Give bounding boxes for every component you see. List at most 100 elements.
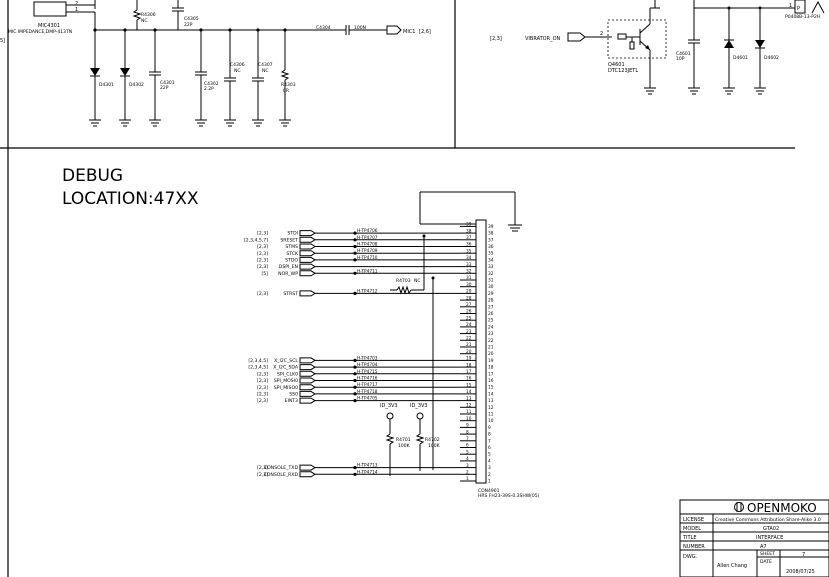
connector-pin-number: 28 [466,295,472,301]
c4305-value: 22P [184,22,193,28]
mic-pin2-label: 2 [75,1,78,7]
signal-reference: [2,3] [257,371,268,377]
connector-pin-number: 36 [466,242,472,248]
signal-reference: [2,3,4,5,7] [244,237,268,243]
signal-port-symbol [299,384,316,391]
connector-pin-number-outer: 9 [488,425,491,431]
signal-net-name: SPI_MOSI0 [274,378,298,384]
connector-pin-number: 39 [466,222,472,228]
c4302-value: 2.2P [204,86,214,92]
signal-net-name: STMS [285,244,298,250]
test-point-dot [353,258,357,262]
c4307-value: NC [262,68,269,74]
signal-port-symbol [299,370,316,377]
connector-pin-number-outer: 12 [488,405,494,411]
signal-port-symbol [299,236,316,243]
signal-reference: [2,3] [257,385,268,391]
q4601-part: DTC123JETL [608,68,638,74]
connector-pin-number: 35 [466,248,472,254]
test-point-label: H-TP4708 [357,242,378,248]
test-point-dot [353,271,357,275]
test-point-dot [353,251,357,255]
connector-pin-number-outer: 3 [488,465,491,471]
test-point-label: H-TP4713 [357,463,378,469]
mic1-reference: [2,6] [419,29,431,35]
connector-pin-number: 24 [466,322,472,328]
test-point-label: H-TP4706 [357,228,378,234]
connector-pin-number-outer: 29 [488,291,494,297]
signal-port-symbol [299,263,316,270]
test-point-dot [353,472,357,476]
connector-pin-number: 29 [466,289,472,295]
signal-net-name: STDO [285,258,298,264]
debug-location: LOCATION:47XX [62,189,199,209]
connector-pin-number-outer: 22 [488,338,494,344]
test-point-label: H-TP4715 [357,369,378,375]
test-point-label: H-TP4714 [357,469,378,475]
test-point-dot [353,392,357,396]
connector-pin-number: 15 [466,382,472,388]
signal-port-symbol [299,397,316,404]
test-point-label: H-TP4712 [357,288,378,294]
connector-pin-number-outer: 20 [488,351,494,357]
edge-reference: 5] [0,38,5,44]
signal-net-name: SPI_CLK0 [277,371,298,377]
sheet-frame [0,0,795,577]
signal-port-symbol [299,464,316,471]
connector-pin-number-outer: 2 [488,472,491,478]
r4703-designator: R4703 [396,278,411,284]
mic-designator: MIC4301 [38,23,60,29]
connector-pin-number: 19 [466,356,472,362]
connector-pin-number-outer: 25 [488,318,494,324]
debug-connector-name: CON4901 [478,488,500,494]
signal-net-name: CONSOLE_RXD [264,472,299,478]
c4305-designator: C4305 [184,16,199,22]
test-point-dot [353,385,357,389]
q4601-pin-label: 2 [600,31,603,37]
signal-port-symbol [299,377,316,384]
test-point-label: H-TP4718 [357,389,378,395]
test-point-dot [353,231,357,235]
connector-pin-number: 27 [466,302,472,308]
sheet-value: 7 [802,552,805,558]
connector-pin-number-outer: 11 [488,412,494,418]
connector-pin-number: 7 [466,436,469,442]
signal-net-name: SRESET [280,237,298,243]
id3v3-label-a: ID_3V3 [380,403,398,409]
connector-pin-number-outer: 6 [488,445,491,451]
c4306-designator: C4306 [230,62,245,68]
connector-pin-number-outer: 16 [488,378,494,384]
test-point-label: H-TP4710 [357,255,378,261]
signal-row: [2,3]DSPI_EN [257,263,460,270]
mic-part-number: MIC IMPEDANCE,DMP-413TN [8,29,72,35]
r4701-value: 100K [398,443,411,449]
mic-circuit: 2 1 MIC4301 MIC IMPEDANCE,DMP-413TN 5] R… [0,0,431,127]
connector-pin-number: 32 [466,269,472,275]
test-point-label: H-TP4716 [357,376,378,382]
signal-port-symbol [299,250,316,257]
test-point-dot [353,378,357,383]
q4601-package [607,19,667,59]
signal-reference: [2,3] [257,472,268,478]
r4303-value: 0R [283,88,289,94]
r4702-value: 100K [428,443,441,449]
title-value: INTERFACE [756,535,783,541]
id3v3-label-b: ID_3V3 [410,403,428,409]
connector-pin-number-outer: 26 [488,311,494,317]
signal-port-symbol [299,243,316,250]
connector-pin-number: 6 [466,443,469,449]
connector-pin-number: 33 [466,262,472,268]
model-value: GTA02 [763,526,779,532]
openmoko-logo: OPENMOKO [734,501,817,515]
connector-pin-number-outer: 13 [488,398,494,404]
signal-reference: [2,3] [257,378,268,384]
connector-pin-number-outer: 30 [488,284,494,290]
signal-port-symbol [299,364,316,371]
vibrator-port-symbol [567,32,586,42]
